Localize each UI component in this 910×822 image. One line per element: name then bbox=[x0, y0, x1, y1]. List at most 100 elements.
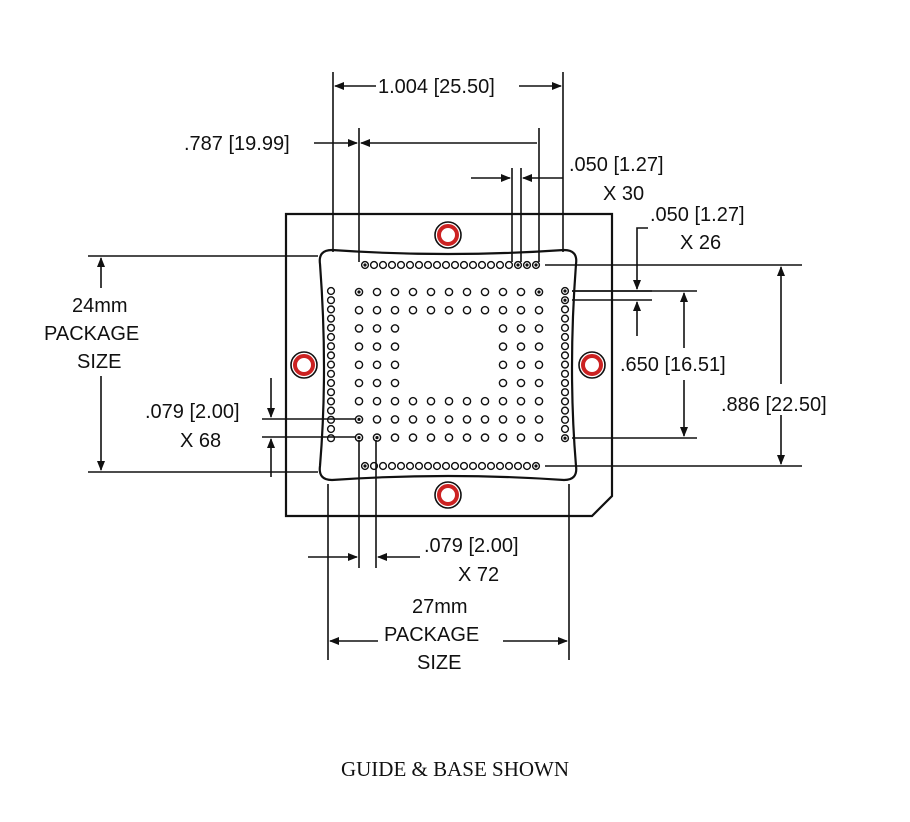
contact-pad-center bbox=[516, 263, 520, 267]
dim-right-pitch-count: X 26 bbox=[680, 232, 721, 254]
contact-pad-center bbox=[537, 290, 541, 294]
contact-pad bbox=[444, 433, 454, 442]
base-plate-outline bbox=[284, 212, 614, 518]
contact-pad bbox=[396, 461, 406, 471]
contact-pad bbox=[326, 305, 336, 314]
dim-right-inner-height-label: .650 [16.51] bbox=[620, 354, 726, 376]
contact-pad bbox=[462, 415, 472, 424]
contact-pad bbox=[372, 396, 382, 406]
contact-pad bbox=[372, 415, 382, 424]
contact-pad bbox=[534, 324, 544, 333]
contact-pad-center bbox=[563, 289, 567, 293]
mounting-hole-top bbox=[434, 221, 462, 249]
dim-bottom-pitch-count: X 72 bbox=[458, 564, 499, 586]
mounting-hole-bottom bbox=[434, 481, 462, 509]
contact-pad bbox=[560, 332, 570, 342]
dim-left-pitch-label: .079 [2.00] bbox=[145, 401, 240, 423]
contact-pad bbox=[444, 415, 454, 424]
contact-pad bbox=[326, 369, 336, 378]
contact-pad bbox=[560, 314, 570, 323]
contact-pad bbox=[560, 360, 570, 369]
dim-package-height bbox=[88, 255, 318, 473]
contact-pad bbox=[534, 378, 544, 388]
contact-pad bbox=[354, 360, 364, 370]
contact-pad bbox=[414, 260, 424, 270]
contact-pad bbox=[498, 324, 508, 333]
contact-pad bbox=[354, 342, 364, 351]
contact-pad bbox=[516, 360, 526, 370]
contact-pad bbox=[477, 461, 487, 471]
contact-pad bbox=[504, 260, 514, 270]
contact-pad bbox=[560, 424, 570, 434]
contact-pad bbox=[477, 260, 487, 270]
contact-pad bbox=[354, 324, 364, 333]
contact-pad bbox=[498, 287, 508, 297]
contact-pad bbox=[498, 396, 508, 406]
contact-pad bbox=[390, 415, 400, 424]
dim-package-width-label-1: 27mm bbox=[412, 596, 468, 618]
contact-pad bbox=[326, 296, 336, 305]
contact-pad bbox=[326, 360, 336, 369]
dim-package-width-label-3: SIZE bbox=[417, 652, 461, 674]
contact-pad bbox=[480, 415, 490, 424]
contact-pad-center bbox=[534, 464, 538, 468]
contact-pad bbox=[560, 378, 570, 388]
contact-pad-center bbox=[563, 436, 567, 440]
contact-pad bbox=[560, 305, 570, 314]
contact-pad bbox=[326, 434, 336, 443]
contact-pad-center bbox=[357, 436, 361, 440]
contact-pad bbox=[423, 260, 433, 270]
contact-pad bbox=[504, 461, 514, 471]
contact-pad bbox=[405, 461, 415, 471]
dim-bottom-pitch-label: .079 [2.00] bbox=[424, 535, 519, 557]
contact-pad bbox=[326, 323, 336, 332]
contact-pad bbox=[408, 396, 418, 406]
contact-pad bbox=[326, 332, 336, 342]
contact-pad bbox=[378, 260, 388, 270]
contact-pad bbox=[390, 287, 400, 297]
contact-pad bbox=[516, 305, 526, 315]
contact-pad bbox=[516, 324, 526, 333]
contact-pad bbox=[423, 461, 433, 471]
contact-pad bbox=[516, 378, 526, 388]
contact-pad-array bbox=[326, 260, 570, 471]
contact-pad bbox=[516, 396, 526, 406]
contact-pad bbox=[480, 396, 490, 406]
contact-pad bbox=[354, 396, 364, 406]
contact-pad bbox=[486, 260, 496, 270]
contact-pad bbox=[326, 286, 336, 296]
contact-pad bbox=[534, 360, 544, 370]
contact-pad bbox=[441, 461, 451, 471]
contact-pad bbox=[390, 360, 400, 370]
contact-pad bbox=[495, 260, 505, 270]
contact-pad bbox=[326, 378, 336, 388]
contact-pad bbox=[408, 305, 418, 315]
contact-pad bbox=[486, 461, 496, 471]
contact-pad bbox=[498, 360, 508, 370]
contact-pad bbox=[426, 396, 436, 406]
contact-pad bbox=[534, 342, 544, 351]
contact-pad bbox=[560, 342, 570, 351]
contact-pad bbox=[390, 433, 400, 442]
contact-pad bbox=[522, 461, 532, 471]
contact-pad bbox=[516, 433, 526, 442]
contact-pad bbox=[354, 305, 364, 315]
contact-pad bbox=[354, 378, 364, 388]
contact-pad bbox=[326, 406, 336, 415]
dim-bottom-pitch bbox=[308, 440, 420, 568]
contact-pad bbox=[426, 305, 436, 315]
dim-package-width bbox=[327, 484, 570, 660]
contact-pad bbox=[372, 305, 382, 315]
contact-pad bbox=[462, 433, 472, 442]
dim-overall-width bbox=[332, 72, 564, 252]
contact-pad bbox=[387, 461, 397, 471]
contact-pad bbox=[516, 342, 526, 351]
contact-pad bbox=[498, 415, 508, 424]
contact-pad bbox=[534, 396, 544, 406]
contact-pad bbox=[516, 287, 526, 297]
contact-pad bbox=[326, 351, 336, 360]
contact-pad bbox=[326, 342, 336, 351]
contact-pad bbox=[495, 461, 505, 471]
mounting-hole-left bbox=[290, 351, 318, 379]
